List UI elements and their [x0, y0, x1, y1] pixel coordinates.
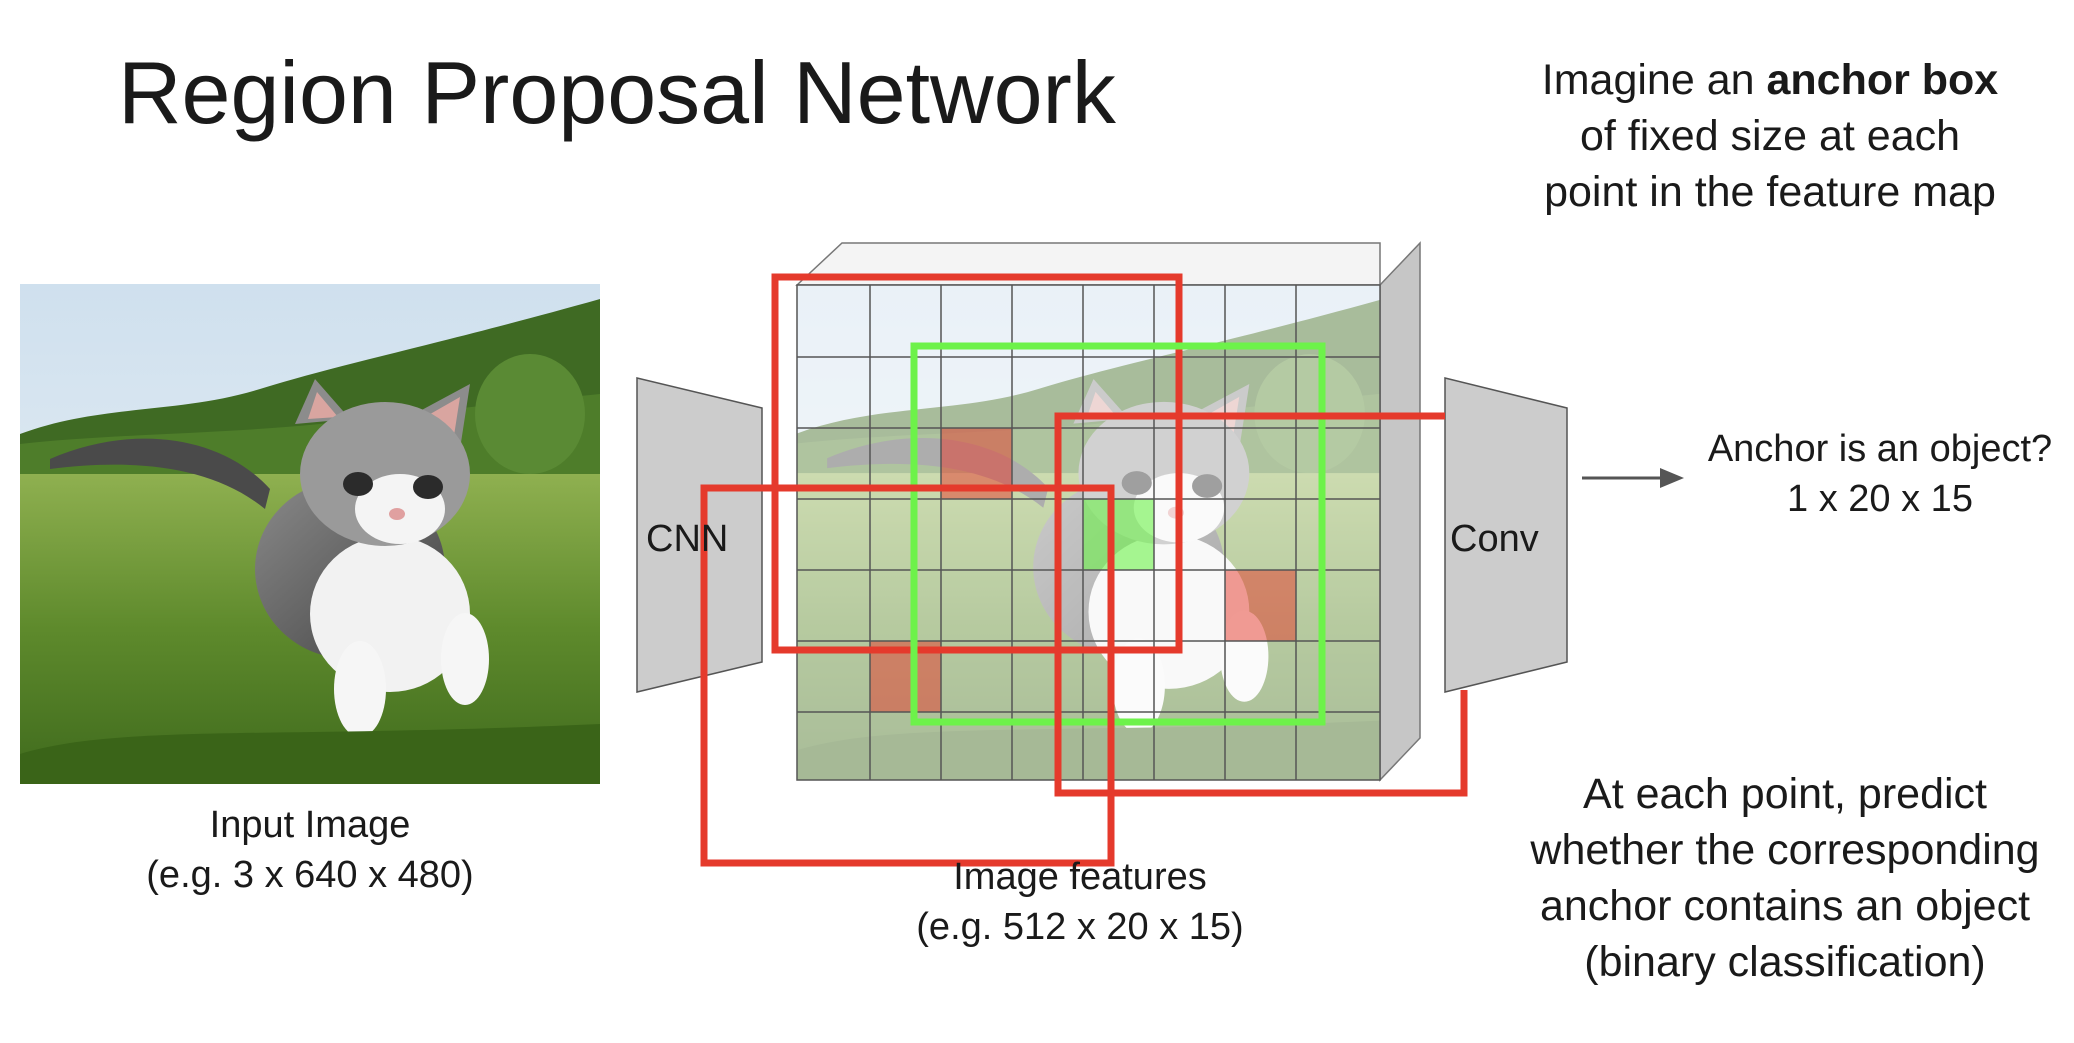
note-line: whether the corresponding	[1530, 826, 2040, 874]
note-line: anchor contains an object	[1539, 882, 2031, 930]
note-emphasis: anchor box	[1766, 56, 1999, 104]
note-line: of fixed size at each	[1579, 112, 1961, 160]
note-line: (binary classification)	[1584, 938, 1986, 986]
prediction-note: At each point, predict whether the corre…	[1480, 766, 2074, 990]
cnn-layer-shape	[636, 377, 763, 693]
caption-line: (e.g. 3 x 640 x 480)	[146, 854, 474, 896]
note-line: point in the feature map	[1544, 168, 1996, 216]
anchor-box-negative	[700, 484, 1115, 867]
input-image	[20, 284, 600, 784]
anchor-box-positive	[910, 342, 1326, 726]
output-label: Anchor is an object? 1 x 20 x 15	[1680, 424, 2074, 524]
cnn-label: CNN	[646, 518, 729, 560]
anchor-box-note: Imagine an anchor box of fixed size at e…	[1490, 52, 2050, 220]
slide-title: Region Proposal Network	[118, 43, 1116, 142]
caption-line: Image features	[953, 856, 1207, 898]
output-line: 1 x 20 x 15	[1787, 478, 1973, 520]
feature-map-side-face	[1379, 241, 1421, 782]
feature-grid	[797, 285, 1380, 780]
note-line: Imagine an anchor box	[1541, 56, 1999, 104]
feature-map	[795, 241, 1421, 782]
anchor-box-negative	[1054, 412, 1468, 797]
caption-line: Input Image	[209, 804, 411, 846]
output-arrow-head	[1660, 468, 1684, 488]
conv-label: Conv	[1450, 518, 1539, 560]
positive-cell	[1083, 499, 1154, 570]
negative-cell	[1225, 570, 1296, 641]
caption-line: (e.g. 512 x 20 x 15)	[916, 906, 1244, 948]
output-line: Anchor is an object?	[1707, 428, 2053, 470]
anchor-box-negative	[771, 273, 1183, 654]
note-line: At each point, predict	[1583, 770, 1987, 818]
image-features-caption: Image features (e.g. 512 x 20 x 15)	[870, 852, 1290, 952]
conv-layer-shape	[1444, 377, 1568, 693]
input-image-caption: Input Image (e.g. 3 x 640 x 480)	[100, 800, 520, 900]
